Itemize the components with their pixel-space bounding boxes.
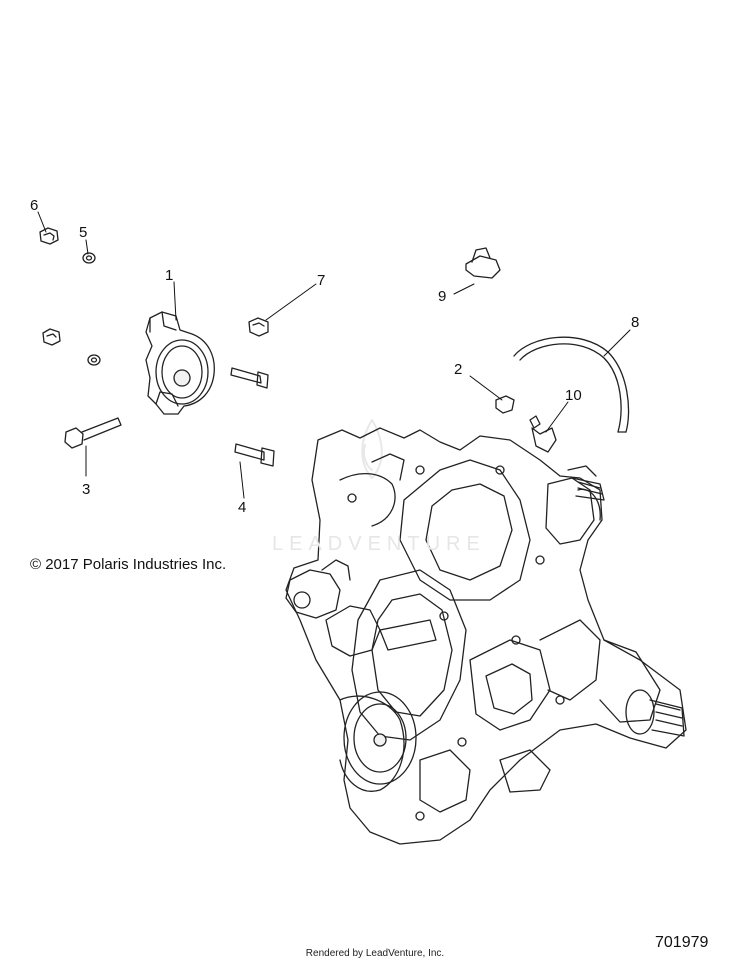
watermark-text: LEADVENTURE bbox=[272, 533, 486, 555]
leader-line-8 bbox=[603, 329, 631, 357]
callout-1: 1 bbox=[165, 267, 174, 284]
callout-9: 9 bbox=[438, 288, 447, 305]
part-2-cap bbox=[495, 395, 515, 414]
part-4-bolt bbox=[234, 443, 275, 467]
leader-line-4 bbox=[239, 461, 245, 499]
leader-line-6 bbox=[37, 211, 47, 233]
leader-line-5 bbox=[85, 239, 89, 255]
callout-4: 4 bbox=[238, 499, 247, 516]
part-5-washer-lower bbox=[87, 354, 101, 366]
part-6-flange-nut bbox=[39, 227, 59, 245]
part-1-sensor-cover bbox=[145, 311, 215, 415]
part-8-hose bbox=[513, 336, 630, 433]
transmission-assembly bbox=[285, 427, 687, 845]
leader-line-2 bbox=[469, 375, 503, 401]
leader-line-1 bbox=[173, 281, 177, 321]
part-6-flange-nut-lower bbox=[42, 328, 61, 346]
callout-5: 5 bbox=[79, 224, 88, 241]
callout-8: 8 bbox=[631, 314, 640, 331]
leader-lines bbox=[37, 211, 631, 499]
callout-7: 7 bbox=[317, 272, 326, 289]
diagram-number: 701979 bbox=[655, 934, 709, 951]
copyright-notice: © 2017 Polaris Industries Inc. bbox=[30, 556, 227, 573]
callout-6: 6 bbox=[30, 197, 39, 214]
watermark-logo-icon bbox=[361, 419, 383, 479]
part-9-connector bbox=[465, 247, 501, 279]
leader-line-7 bbox=[265, 283, 317, 321]
leader-line-10 bbox=[545, 401, 569, 433]
leader-line-9 bbox=[453, 283, 475, 295]
part-10-fitting bbox=[529, 415, 557, 453]
rendered-by-footer: Rendered by LeadVenture, Inc. bbox=[305, 948, 445, 959]
part-5-washer bbox=[82, 252, 96, 264]
callout-3: 3 bbox=[82, 481, 91, 498]
callout-10: 10 bbox=[565, 387, 582, 404]
bolt-part-4-upper bbox=[230, 367, 269, 389]
part-7-flange-nut bbox=[248, 317, 269, 337]
callout-2: 2 bbox=[454, 361, 463, 378]
part-3-bolt bbox=[64, 417, 122, 449]
